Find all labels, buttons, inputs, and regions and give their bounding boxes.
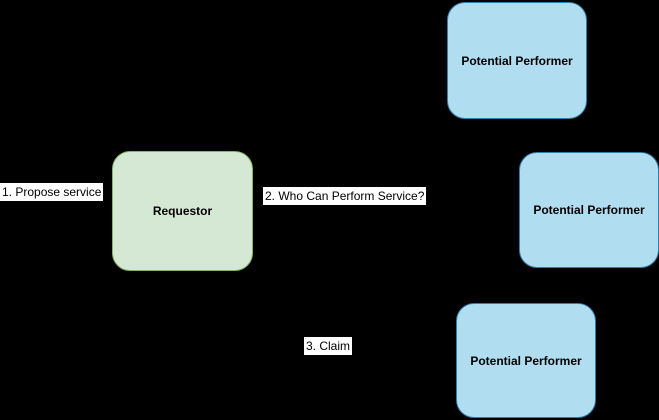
potential-performer-node-top-label: Potential Performer: [461, 53, 573, 68]
edge-label-who-can-perform-service: 2. Who Can Perform Service?: [263, 187, 427, 205]
potential-performer-node-middle-label: Potential Performer: [533, 203, 645, 217]
edge-label-claim: 3. Claim: [304, 337, 353, 355]
requestor-node-label: Requestor: [152, 204, 213, 218]
potential-performer-node-middle[interactable]: Potential Performer: [519, 152, 659, 268]
potential-performer-node-bottom-label: Potential Performer: [470, 353, 582, 368]
edge-label-propose-service: 1. Propose service: [0, 183, 104, 201]
potential-performer-node-bottom[interactable]: Potential Performer: [456, 303, 596, 418]
potential-performer-node-top[interactable]: Potential Performer: [447, 2, 587, 119]
requestor-node[interactable]: Requestor: [112, 151, 253, 271]
